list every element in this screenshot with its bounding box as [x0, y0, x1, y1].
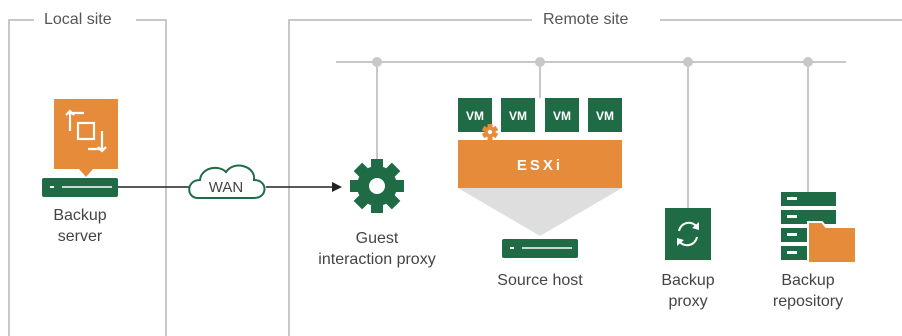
backup-server-label-line2: server	[57, 228, 103, 245]
source-host-server-icon	[502, 239, 578, 258]
backup-repository-label-line1: Backup	[781, 272, 835, 289]
backup-server-icon	[42, 99, 118, 197]
backup-proxy-icon	[665, 208, 711, 260]
remote-site-title: Remote site	[537, 10, 635, 30]
guest-proxy-label-line1: Guest	[355, 230, 399, 247]
guest-proxy-label-line2: interaction proxy	[318, 251, 436, 268]
backup-proxy-label-line2: proxy	[668, 293, 708, 310]
wan-label: WAN	[209, 179, 243, 196]
source-host-label: Source host	[497, 272, 583, 289]
backup-server-label: Backup server	[30, 205, 130, 247]
vm-gear-badge-icon	[481, 124, 499, 140]
vm-label: VM	[509, 109, 527, 123]
backup-proxy-label-line1: Backup	[661, 272, 715, 289]
backup-server-label-line1: Backup	[53, 207, 107, 224]
remote-network-bus	[336, 57, 846, 208]
backup-repository-label-line2: repository	[772, 293, 844, 310]
local-site-frame	[8, 19, 167, 336]
vm-label: VM	[553, 109, 571, 123]
vm-label: VM	[596, 109, 614, 123]
backup-repository-icon	[781, 192, 857, 264]
backup-proxy-label: Backup proxy	[638, 270, 738, 312]
esxi-host-icon	[458, 98, 622, 236]
wan-cloud-icon	[188, 164, 266, 199]
gear-icon	[350, 159, 404, 213]
local-site-title: Local site	[38, 10, 118, 30]
backup-repository-label: Backup repository	[758, 270, 858, 312]
guest-interaction-proxy-label: Guest interaction proxy	[297, 228, 457, 270]
esxi-label: ESXi	[517, 157, 563, 174]
vm-label: VM	[466, 109, 484, 123]
remote-site-frame	[288, 19, 902, 336]
wan-connection	[118, 182, 342, 192]
